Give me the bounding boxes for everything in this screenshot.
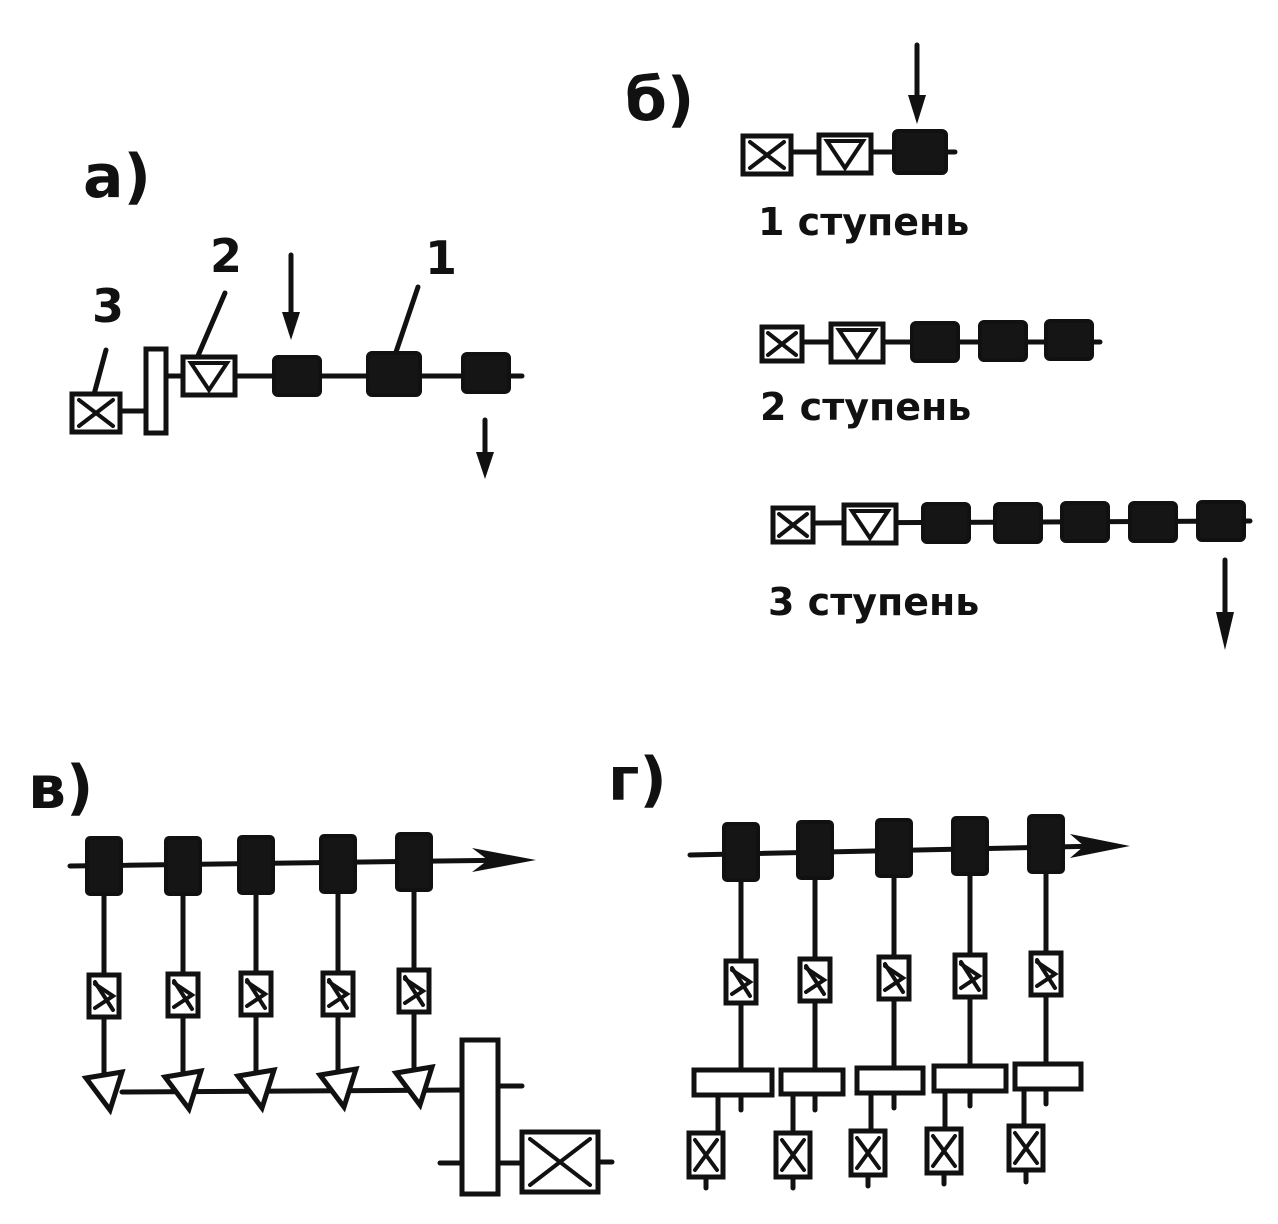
unit-column-4 [315,834,360,1113]
unit-column-5 [1009,814,1084,1185]
callout-label-3: 3 [92,279,124,333]
panel-g: г) [608,745,1130,1191]
drive-triangle-icon [160,1067,205,1115]
drive-motor-icon [776,1133,810,1177]
drive-motor-icon [927,1129,961,1173]
unit-column-1 [689,822,775,1191]
turbine-icon [241,973,271,1015]
compressor-section-icon [366,351,422,397]
inlet-arrow-head-icon [908,95,926,124]
drive-motor-icon [851,1131,885,1175]
compressor-section-icon [875,818,913,878]
header-line [67,857,518,869]
stage-2-train: 2 ступень [760,319,1103,429]
compressor-section-icon [1027,814,1065,874]
panel-v: в) [28,753,615,1197]
drive-triangle-icon [233,1066,278,1114]
outlet-arrow-head-icon [476,452,494,479]
turbine-icon [89,975,119,1017]
gearbox-icon [459,1037,501,1197]
drive-triangle-icon [315,1065,360,1113]
inlet-arrow-head-icon [282,312,300,340]
drive-motor-icon [762,327,802,361]
gearbox-icon [854,1065,926,1096]
stage-3-train: 3 ступень [768,500,1253,650]
compressor-section-icon [1196,500,1246,542]
compressor-section-icon [921,502,971,544]
compressor-section-icon [85,836,123,896]
drive-triangle-icon [391,1063,436,1111]
unit-column-3 [851,818,926,1189]
panel-b-label: б) [625,65,694,135]
turbine-icon [183,357,235,395]
unit-column-3 [233,835,278,1114]
panel-a-label: а) [83,142,151,212]
turbine-icon [955,955,985,997]
turbine-icon [831,324,883,362]
callout-leader-2 [194,290,228,361]
compressor-section-icon [951,816,989,876]
turbine-icon [399,970,429,1012]
compressor-section-icon [1060,501,1110,543]
drive-motor-icon [773,508,813,542]
gearbox-icon [1012,1061,1084,1092]
outlet-arrow-head-icon [1216,612,1234,650]
compressor-section-icon [796,820,834,880]
turbine-icon [879,957,909,999]
drive-triangle-icon [81,1068,126,1116]
callout-leader-1 [393,284,421,355]
turbine-icon [1031,953,1061,995]
compressor-section-icon [237,835,275,895]
drive-motor-icon [689,1133,723,1177]
turbine-icon [844,505,896,543]
compressor-section-icon [319,834,357,894]
unit-column-1 [81,836,126,1116]
drive-motor-icon [743,136,791,174]
compressor-section-icon [164,836,202,896]
gearbox-icon [143,346,169,436]
turbine-icon [800,959,830,1001]
drive-motor-icon [72,394,120,432]
unit-column-2 [160,836,205,1115]
compressor-section-icon [272,355,322,397]
stage-1-train: 1 ступень [743,42,969,244]
compressor-section-icon [1044,319,1094,361]
drive-motor-icon [522,1132,598,1192]
turbine-icon [168,974,198,1016]
turbine-icon [323,973,353,1015]
compressor-section-icon [722,822,760,882]
unit-column-4 [927,816,1009,1187]
callout-label-2: 2 [210,229,242,283]
compressor-section-icon [892,129,948,175]
panel-v-label: в) [28,753,93,823]
unit-column-5 [391,832,436,1111]
unit-column-2 [776,820,846,1191]
compressor-section-icon [910,321,960,363]
turbine-icon [726,961,756,1003]
drive-motor-icon [1009,1126,1043,1170]
compressor-section-icon [978,320,1028,362]
compressor-section-icon [1128,501,1178,543]
compressor-section-icon [993,502,1043,544]
gearbox-icon [778,1067,846,1097]
flow-arrow-head-icon [472,848,536,872]
flow-arrow-head-icon [1070,834,1130,858]
gearbox-icon [691,1067,775,1098]
panel-a: а) 3 2 1 [72,142,525,479]
panel-b: б) 1 ступень 2 ступень [625,42,1253,650]
turbine-icon [819,135,871,173]
compressor-section-icon [395,832,433,892]
panel-g-label: г) [608,745,667,815]
callout-label-1: 1 [425,231,457,285]
stage-2-label: 2 ступень [760,385,971,429]
stage-1-label: 1 ступень [758,200,969,244]
compressor-section-icon [461,352,511,394]
stage-3-label: 3 ступень [768,580,979,624]
gearbox-icon [931,1063,1009,1094]
callout-leader-3 [90,347,109,401]
